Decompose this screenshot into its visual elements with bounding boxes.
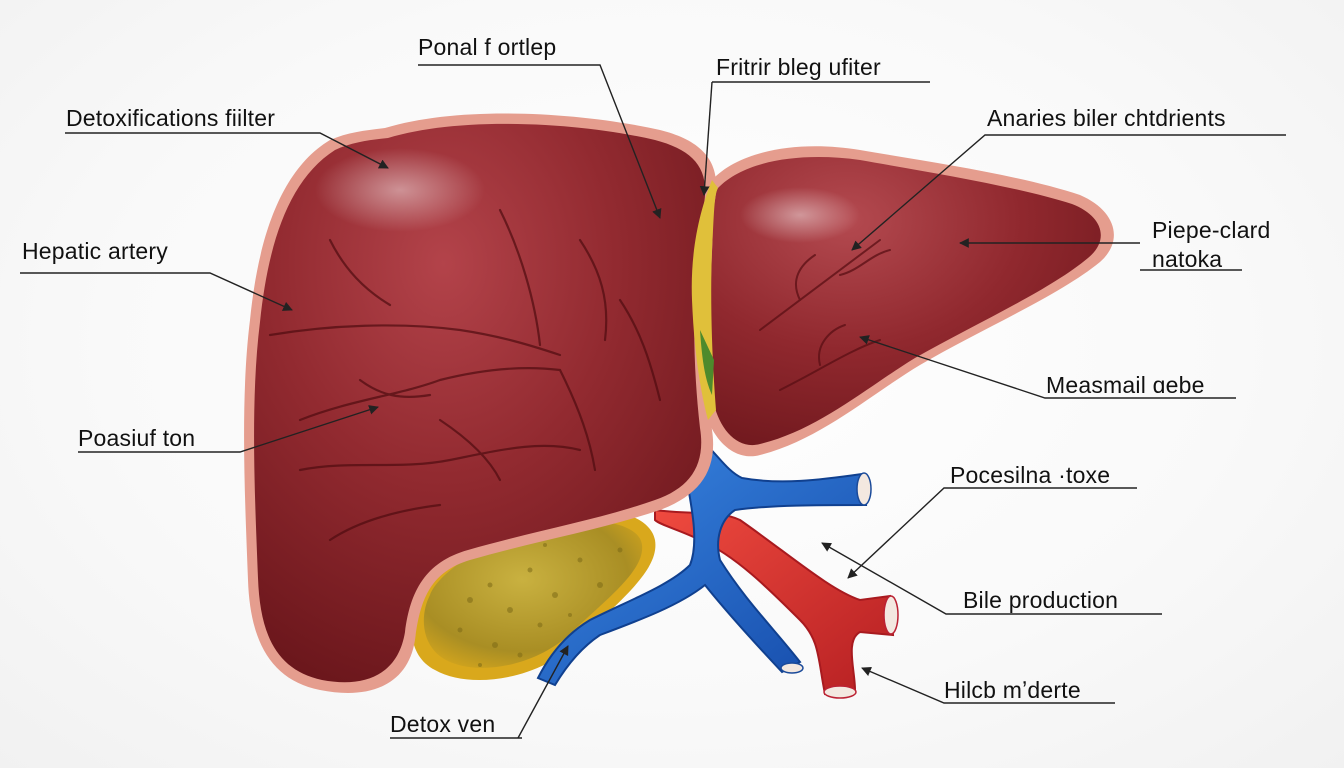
label-hepatic-artery: Hepatic artery: [22, 238, 168, 264]
left-lobe: [244, 113, 717, 693]
label-bile-production: Bile production: [963, 587, 1119, 613]
leader-lines: [20, 64, 1286, 739]
label-poasiuf-ton: Poasiuf ton: [78, 425, 196, 451]
label-fritrir-bleg-ufiter: Fritrir bleg ufiter: [716, 54, 881, 80]
central-fissure: [691, 180, 718, 420]
right-lobe: [700, 146, 1114, 457]
label-ponal-fortlep: Ponal f ortlep: [418, 34, 557, 60]
label-pocesilna-toxe: Pocesilna ·toxe: [950, 462, 1111, 488]
label-detoxifications-filter: Detoxifications fiilter: [66, 105, 276, 131]
label-natoka: natoka: [1152, 246, 1223, 272]
label-piepe-clard: Piepe-clard: [1152, 217, 1271, 243]
portal-vessels: [536, 438, 899, 699]
label-detox-ven: Detox ven: [390, 711, 496, 737]
label-hilcb-mderte: Hilcb mʼderte: [944, 677, 1081, 703]
label-anaries-biler-chtdrients: Anaries biler chtdrients: [987, 105, 1226, 131]
label-measmail-aebe: Measmail ɑebe: [1046, 372, 1205, 398]
